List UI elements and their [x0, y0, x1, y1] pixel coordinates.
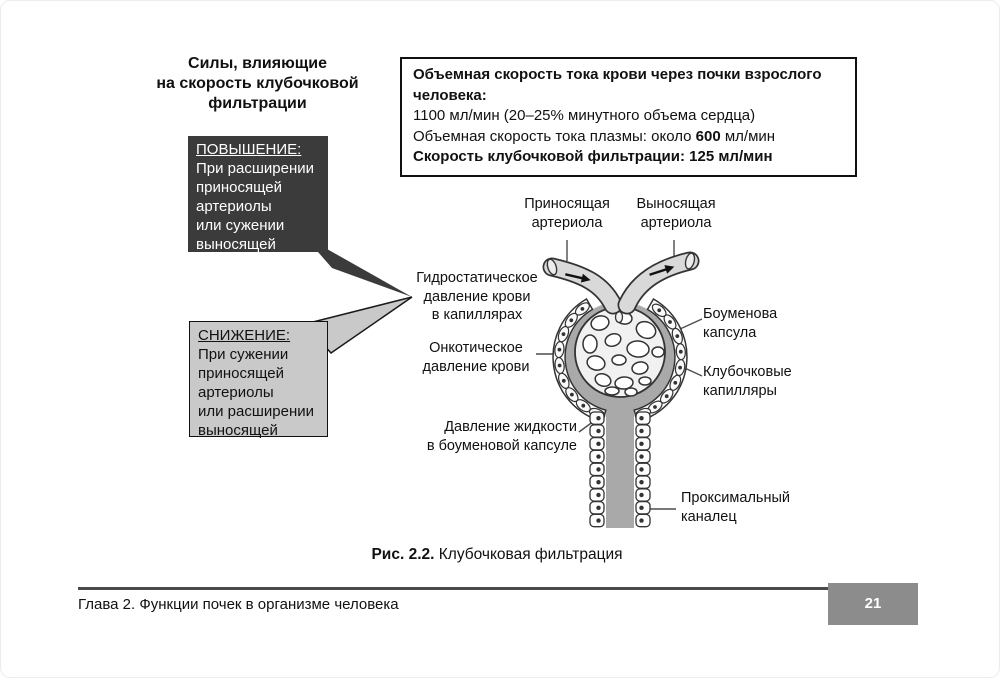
label-glomerular-capillaries: Клубочковые капилляры: [703, 364, 792, 399]
figure-caption-text: Клубочковая фильтрация: [434, 546, 623, 563]
page-title: Силы, влияющие на скорость клубочковой ф…: [156, 55, 359, 112]
afferent-opening: [546, 258, 558, 276]
increase-callout: ПОВЫШЕНИЕ: При расширении приносящей арт…: [188, 136, 328, 253]
label-oncotic-pressure: Онкотическое давление крови: [422, 340, 530, 375]
info-heading: Объемная скорость тока крови через почки…: [413, 66, 822, 104]
label-fluid-pressure: Давление жидкости в боуменовой капсуле: [426, 419, 577, 454]
label-afferent-arteriole: Приносящая артериола: [524, 196, 610, 231]
bowman-capsule-wall: [552, 297, 688, 423]
blood-flow-info-box: Объемная скорость тока крови через почки…: [400, 57, 857, 177]
tubule-cell-nuclei: [596, 416, 644, 523]
increase-heading: ПОВЫШЕНИЕ:: [196, 141, 302, 158]
info-line-plasma: Объемная скорость тока плазмы: около 600…: [413, 127, 776, 145]
tuft-entry-stalk: [614, 310, 624, 324]
page-number-badge: 21: [828, 583, 918, 625]
footer-chapter-title: Глава 2. Функции почек в организме челов…: [78, 596, 399, 613]
decrease-callout: СНИЖЕНИЕ: При сужении приносящей артерио…: [189, 321, 328, 439]
footer-rule: [78, 587, 828, 590]
label-bowman-capsule: Боуменова капсула: [703, 306, 778, 341]
figure-caption: Рис. 2.2. Клубочковая фильтрация: [371, 546, 622, 564]
bowman-space: [565, 302, 675, 412]
efferent-flow-arrow-icon: [649, 265, 675, 276]
capsule-cells: [554, 302, 686, 420]
capsule-cell-nuclei: [557, 307, 683, 416]
label-proximal-tubule: Проксимальный каналец: [681, 490, 790, 525]
tubule-lumen: [606, 390, 634, 528]
increase-body: При расширении приносящей артериолы или …: [196, 160, 314, 253]
label-efferent-arteriole: Выносящая артериола: [636, 196, 716, 231]
tubule-cells: [589, 411, 651, 528]
decrease-body: При сужении приносящей артериолы или рас…: [198, 346, 315, 439]
figure-caption-number: Рис. 2.2.: [371, 546, 435, 563]
decrease-heading: СНИЖЕНИЕ:: [198, 327, 291, 344]
efferent-opening: [684, 252, 696, 270]
capillary-loops: [582, 311, 665, 397]
info-line-flow: 1100 мл/мин (20–25% минутного объема сер…: [413, 107, 756, 124]
leader-lines: [536, 240, 703, 510]
afferent-flow-arrow-icon: [565, 273, 591, 283]
efferent-arteriole-tube: [617, 251, 700, 315]
info-line-gfr: Скорость клубочковой фильтрации: 125 мл/…: [413, 148, 773, 165]
capillary-tuft: [574, 306, 666, 398]
afferent-arteriole-tube: [542, 257, 623, 315]
label-hydrostatic-pressure: Гидростатическое давление крови в капилл…: [416, 270, 538, 323]
